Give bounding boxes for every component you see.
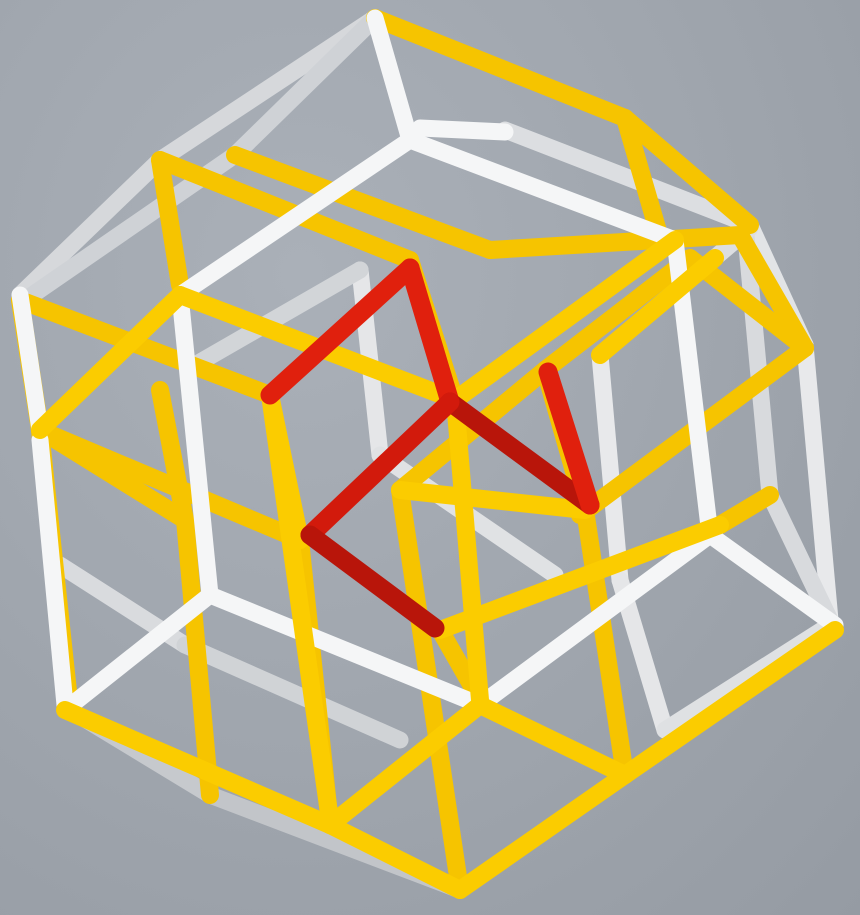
yellow-edge [330,825,460,890]
yellow-edge [460,775,625,890]
white-edge [420,128,505,132]
yellow-edge [440,525,720,630]
yellow-edge [490,235,740,250]
yellow-edge [480,705,625,775]
white-edge [210,595,480,705]
yellow-edge [270,395,330,820]
white-edges [20,18,835,710]
back-edge [600,355,620,580]
yellow-edge [160,160,180,285]
yellow-edge [375,18,625,118]
yellow-edge [400,490,585,510]
